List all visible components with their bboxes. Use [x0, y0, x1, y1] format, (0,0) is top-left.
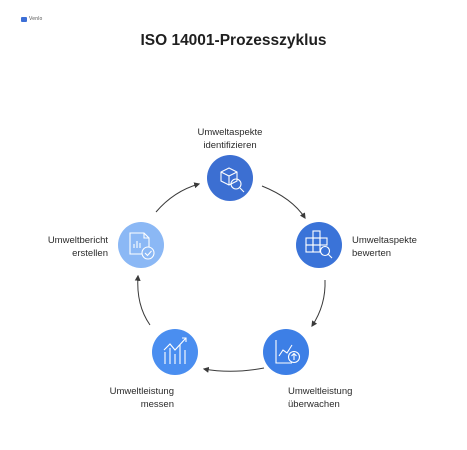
step-evaluate-label: Umweltaspekte bewerten [352, 234, 462, 260]
step-measure-node [152, 329, 198, 375]
step-evaluate-line1: Umweltaspekte [352, 235, 417, 246]
step-measure-label: Umweltleistung messen [74, 385, 174, 411]
cycle-arrow-2 [311, 279, 326, 327]
report-check-icon [129, 232, 155, 260]
step-monitor-node [263, 329, 309, 375]
step-identify-node [207, 155, 253, 201]
step-identify-line1: Umweltaspekte [197, 127, 263, 138]
logo-mark-icon [21, 16, 27, 22]
cycle-arrow-3 [202, 366, 265, 373]
grid-search-icon [305, 230, 333, 259]
step-identify-line2: identifizieren [203, 140, 257, 151]
logo-text: Venlo [29, 16, 43, 22]
step-evaluate-line2: bewerten [352, 248, 392, 259]
step-report-line2: erstellen [72, 248, 108, 259]
cube-search-icon [220, 167, 245, 193]
step-report-line1: Umweltbericht [47, 235, 108, 246]
cycle-arrow-5 [155, 182, 201, 213]
step-monitor-line1: Umweltleistung [288, 386, 353, 397]
cycle-arrow-4 [134, 274, 151, 326]
chart-upload-icon [275, 340, 301, 364]
step-evaluate-node [296, 222, 342, 268]
brand-logo: Venlo [21, 16, 43, 22]
step-monitor-line2: überwachen [288, 399, 340, 410]
bar-chart-trend-icon [163, 337, 187, 364]
page-title: ISO 14001-Prozesszyklus [140, 32, 327, 49]
step-monitor-label: Umweltleistung überwachen [288, 385, 398, 411]
step-measure-line2: messen [140, 399, 174, 410]
step-report-node [118, 222, 164, 268]
cycle-arrow-1 [261, 185, 306, 220]
step-report-label: Umweltbericht erstellen [4, 234, 108, 260]
step-measure-line1: Umweltleistung [109, 386, 174, 397]
step-identify-label: Umweltaspekte identifizieren [180, 126, 280, 152]
